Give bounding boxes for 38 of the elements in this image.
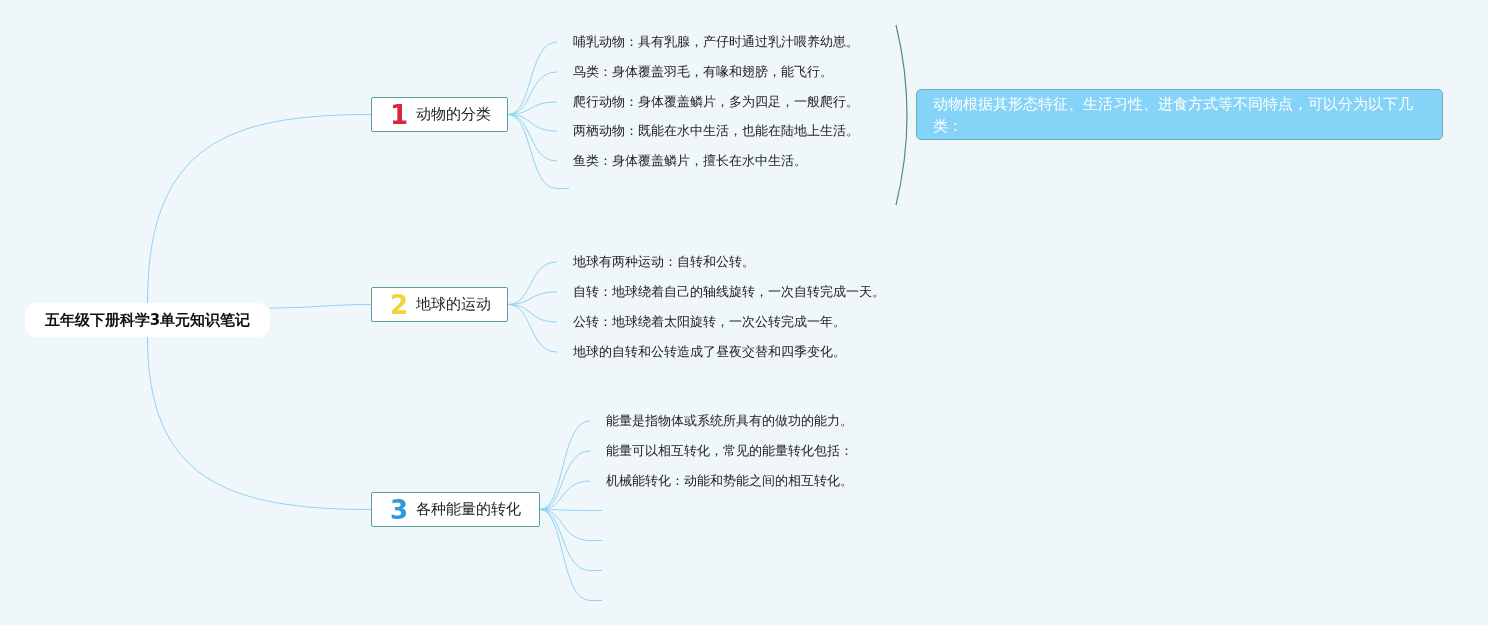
branch-line: [507, 304, 558, 353]
topic-title: 各种能量的转化: [416, 500, 522, 519]
branch-line: [507, 41, 558, 115]
root-topic: [25, 303, 270, 337]
subtopic-text: 爬行动物：身体覆盖鳞片，多为四足，一般爬行。: [573, 93, 859, 111]
branch-line: [269, 304, 372, 309]
branch-line: [539, 509, 591, 601]
topic-number: 1: [390, 101, 409, 128]
topic-box: [371, 97, 508, 132]
branch-line: [147, 336, 372, 510]
empty-topic-line: [590, 570, 602, 571]
topic-number: 3: [390, 496, 409, 523]
subtopic-text: 公转：地球绕着太阳旋转，一次公转完成一年。: [573, 313, 846, 331]
topic-title: 地球的运动: [416, 295, 492, 314]
branch-line: [147, 114, 372, 304]
empty-topic-line: [590, 600, 602, 601]
topic-box: [371, 287, 508, 322]
empty-topic-line: [590, 540, 602, 541]
root-title: 五年级下册科学3单元知识笔记: [44, 310, 251, 330]
summary-text: 动物根据其形态特征、生活习性、进食方式等不同特点，可以分为以下几类：: [933, 95, 1413, 134]
subtopic-text: 哺乳动物：具有乳腺，产仔时通过乳汁喂养幼崽。: [573, 33, 859, 51]
subtopic-text: 鸟类：身体覆盖羽毛，有喙和翅膀，能飞行。: [573, 63, 833, 81]
subtopic-text: 地球的自转和公转造成了昼夜交替和四季变化。: [573, 343, 846, 361]
empty-topic-line: [590, 510, 602, 511]
branch-line: [539, 450, 591, 510]
subtopic-text: 能量是指物体或系统所具有的做功的能力。: [606, 412, 853, 430]
branch-line: [507, 114, 558, 189]
subtopic-text: 自转：地球绕着自己的轴线旋转，一次自转完成一天。: [573, 283, 885, 301]
empty-topic-line: [557, 188, 569, 189]
subtopic-text: 机械能转化：动能和势能之间的相互转化。: [606, 472, 853, 490]
topic-number: 2: [390, 291, 409, 318]
subtopic-text: 能量可以相互转化，常见的能量转化包括：: [606, 442, 853, 460]
topic-box: [371, 492, 540, 527]
subtopic-text: 地球有两种运动：自转和公转。: [573, 253, 755, 271]
subtopic-text: 鱼类：身体覆盖鳞片，擅长在水中生活。: [573, 152, 807, 170]
summary-box: [916, 89, 1443, 140]
topic-title: 动物的分类: [416, 105, 492, 124]
subtopic-text: 两栖动物：既能在水中生活，也能在陆地上生活。: [573, 122, 859, 140]
